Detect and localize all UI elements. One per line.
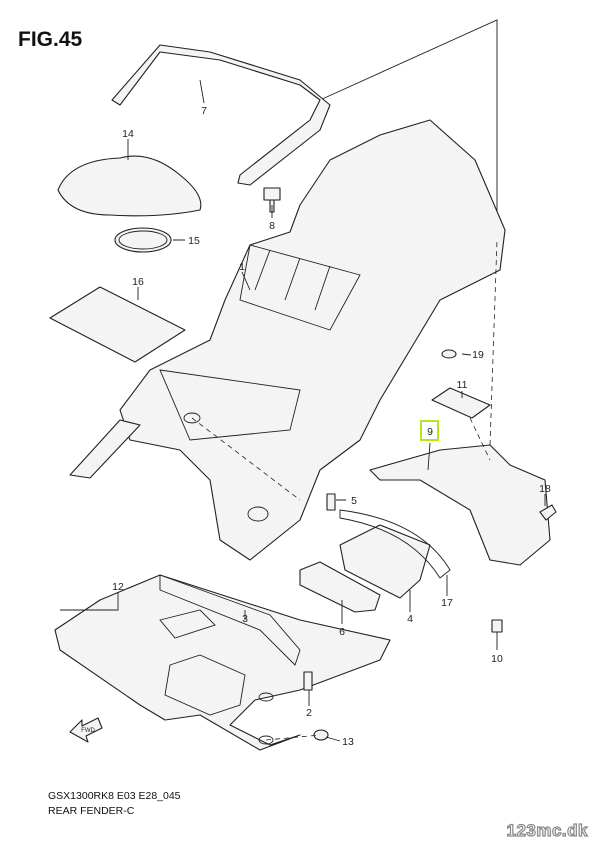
callout-18: 18 — [539, 483, 551, 495]
forward-arrow-icon: FWD — [69, 717, 103, 743]
callout-9: 9 — [427, 426, 433, 438]
callout-1: 1 — [239, 261, 245, 273]
callout-17: 17 — [441, 597, 453, 609]
bolt[interactable] — [491, 619, 503, 633]
screw[interactable] — [303, 671, 313, 691]
callout-11: 11 — [457, 379, 468, 391]
callout-7: 7 — [201, 105, 207, 117]
callout-5: 5 — [351, 495, 357, 507]
callout-3: 3 — [242, 613, 248, 625]
callout-12: 12 — [112, 581, 124, 593]
seat-cover[interactable] — [57, 155, 202, 217]
reflector-clip[interactable] — [539, 504, 557, 521]
callout-labels: 14 15 16 7 8 1 19 11 9 18 5 12 3 6 4 17 … — [112, 105, 551, 748]
under-tray[interactable] — [54, 574, 391, 751]
callout-14: 14 — [122, 128, 134, 140]
figure-title: FIG.45 — [18, 28, 83, 51]
section-name: REAR FENDER-C — [48, 805, 135, 817]
screw[interactable] — [326, 493, 336, 511]
svg-text:FWD: FWD — [81, 728, 95, 734]
fender-arm[interactable] — [69, 419, 141, 479]
mud-guard[interactable] — [369, 444, 551, 566]
stay-strip[interactable] — [431, 387, 491, 419]
band-strip[interactable] — [339, 509, 451, 579]
model-code: GSX1300RK8 E03 E28_045 — [48, 790, 181, 802]
highlight-box — [420, 420, 439, 441]
callout-19: 19 — [472, 349, 484, 361]
callout-4: 4 — [407, 613, 413, 625]
plate[interactable] — [299, 561, 381, 613]
watermark-logo: 123mc.dk — [506, 820, 588, 840]
callout-10: 10 — [491, 653, 503, 665]
leader-frame — [319, 19, 498, 240]
callout-2: 2 — [306, 707, 312, 719]
nut[interactable] — [313, 729, 329, 741]
washer[interactable] — [441, 349, 457, 359]
footer: GSX1300RK8 E03 E28_045 REAR FENDER-C — [48, 789, 181, 819]
bracket[interactable] — [339, 524, 431, 599]
callout-6: 6 — [339, 626, 345, 638]
callout-13: 13 — [342, 736, 354, 748]
callout-8: 8 — [269, 220, 275, 232]
o-ring[interactable] — [114, 227, 172, 253]
sheet[interactable] — [49, 286, 186, 363]
callout-16: 16 — [132, 276, 144, 288]
rear-fender[interactable] — [119, 119, 506, 561]
grab-rail[interactable] — [111, 44, 331, 186]
callout-15: 15 — [188, 235, 200, 247]
bolt[interactable] — [263, 187, 281, 213]
